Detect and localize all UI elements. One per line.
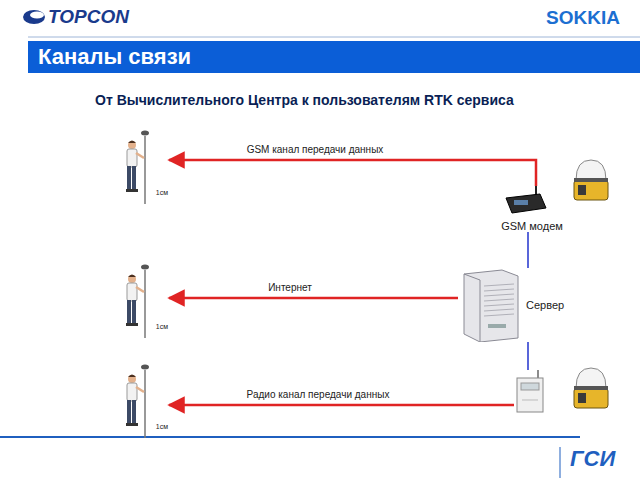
radio-figure bbox=[514, 370, 546, 416]
footer-rule bbox=[0, 436, 580, 438]
slide-title: Каналы связи bbox=[38, 44, 191, 70]
title-bar bbox=[28, 41, 640, 73]
header-rule bbox=[28, 37, 640, 38]
gsi-logo: ГСИ bbox=[570, 446, 615, 472]
device-label: GSM модем bbox=[501, 220, 563, 232]
surveyor: 1см bbox=[118, 262, 168, 340]
device-label: Сервер bbox=[526, 299, 564, 311]
channel-label: Интернет bbox=[266, 282, 314, 293]
gnss-receiver bbox=[574, 160, 608, 200]
accuracy-label: 1см bbox=[156, 323, 168, 330]
surveyor: 1см bbox=[118, 362, 168, 440]
accuracy-label: 1см bbox=[156, 423, 168, 430]
data-channel-arrow bbox=[169, 404, 514, 407]
channel-label: Радио канал передачи данных bbox=[245, 389, 392, 400]
data-channel-arrow bbox=[169, 297, 458, 300]
topcon-icon bbox=[23, 10, 45, 24]
data-channel-arrow bbox=[169, 160, 536, 186]
link-line bbox=[527, 232, 529, 268]
gnss-receiver bbox=[574, 368, 608, 408]
server: Сервер bbox=[458, 268, 578, 342]
accuracy-label: 1см bbox=[156, 189, 168, 196]
radio-modem bbox=[514, 370, 546, 416]
link-line bbox=[527, 342, 529, 370]
subtitle: От Вычислительного Центра к пользователя… bbox=[95, 92, 514, 108]
sokkia-logo: SOKKIA bbox=[546, 7, 620, 29]
gsm-modem: GSM модем bbox=[500, 186, 564, 232]
topcon-logo: TOPCON bbox=[48, 6, 129, 28]
channel-label: GSM канал передачи данных bbox=[245, 144, 386, 155]
footer-rule bbox=[560, 447, 561, 478]
surveyor: 1см bbox=[118, 128, 168, 206]
